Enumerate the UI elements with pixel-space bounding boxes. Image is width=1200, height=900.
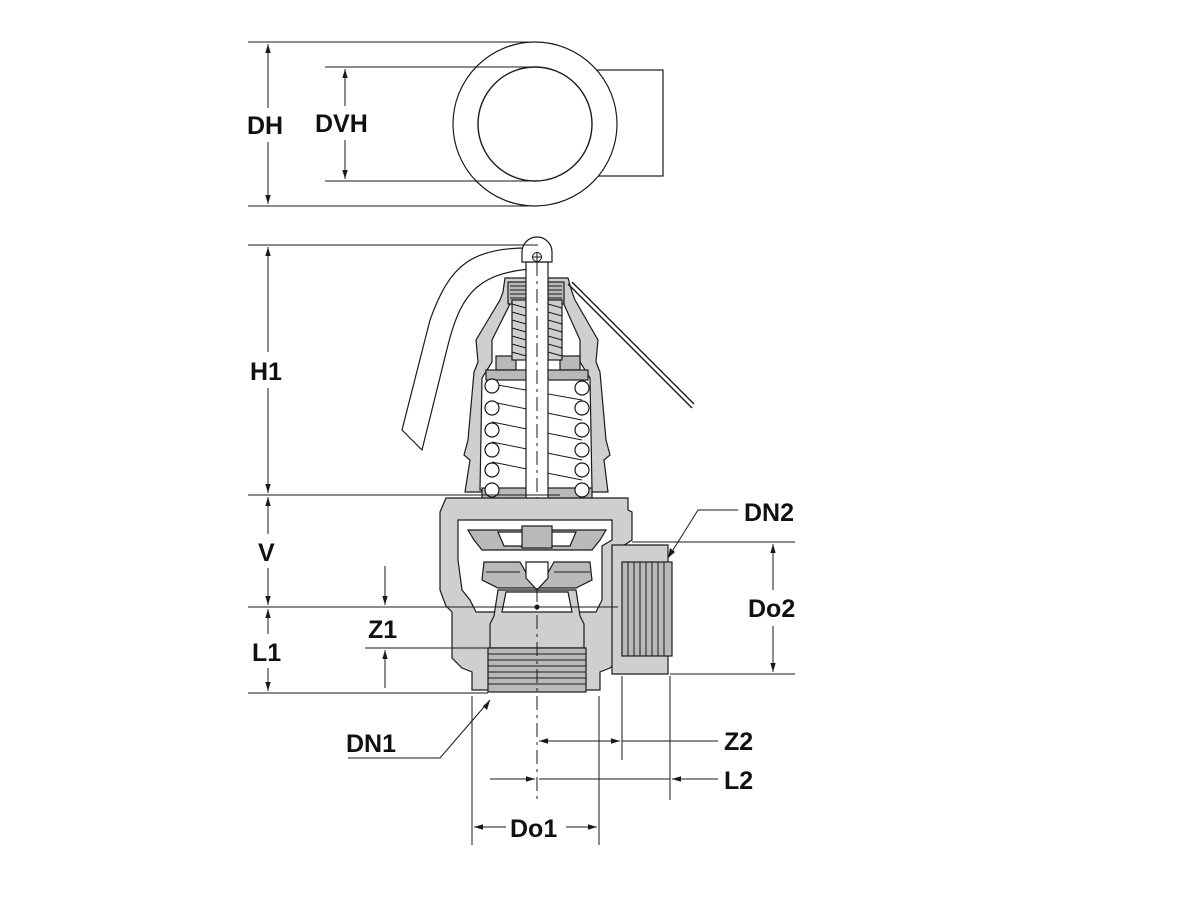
label-dh: DH	[247, 112, 283, 140]
dimension-labels: DH DVH H1 V Z1 L1 DN1 DN2 Do2 Z2 L2 Do1	[247, 110, 795, 843]
label-z1: Z1	[368, 616, 397, 644]
label-z2: Z2	[724, 728, 753, 756]
dn2-leader	[667, 509, 738, 559]
dimension-lines	[248, 244, 795, 845]
label-l2: L2	[724, 767, 753, 795]
label-do1: Do1	[510, 815, 557, 843]
label-h1: H1	[250, 358, 282, 386]
label-dvh: DVH	[315, 110, 368, 138]
valve-section-view	[401, 236, 695, 800]
label-v: V	[258, 539, 275, 567]
top-view-outer-circle	[452, 41, 618, 207]
label-dn2: DN2	[744, 499, 794, 527]
label-l1: L1	[252, 639, 281, 667]
label-dn1: DN1	[346, 730, 396, 758]
top-view-inner-circle	[477, 66, 593, 182]
top-view	[248, 41, 664, 207]
label-do2: Do2	[748, 595, 795, 623]
dn1-leader	[348, 699, 491, 759]
